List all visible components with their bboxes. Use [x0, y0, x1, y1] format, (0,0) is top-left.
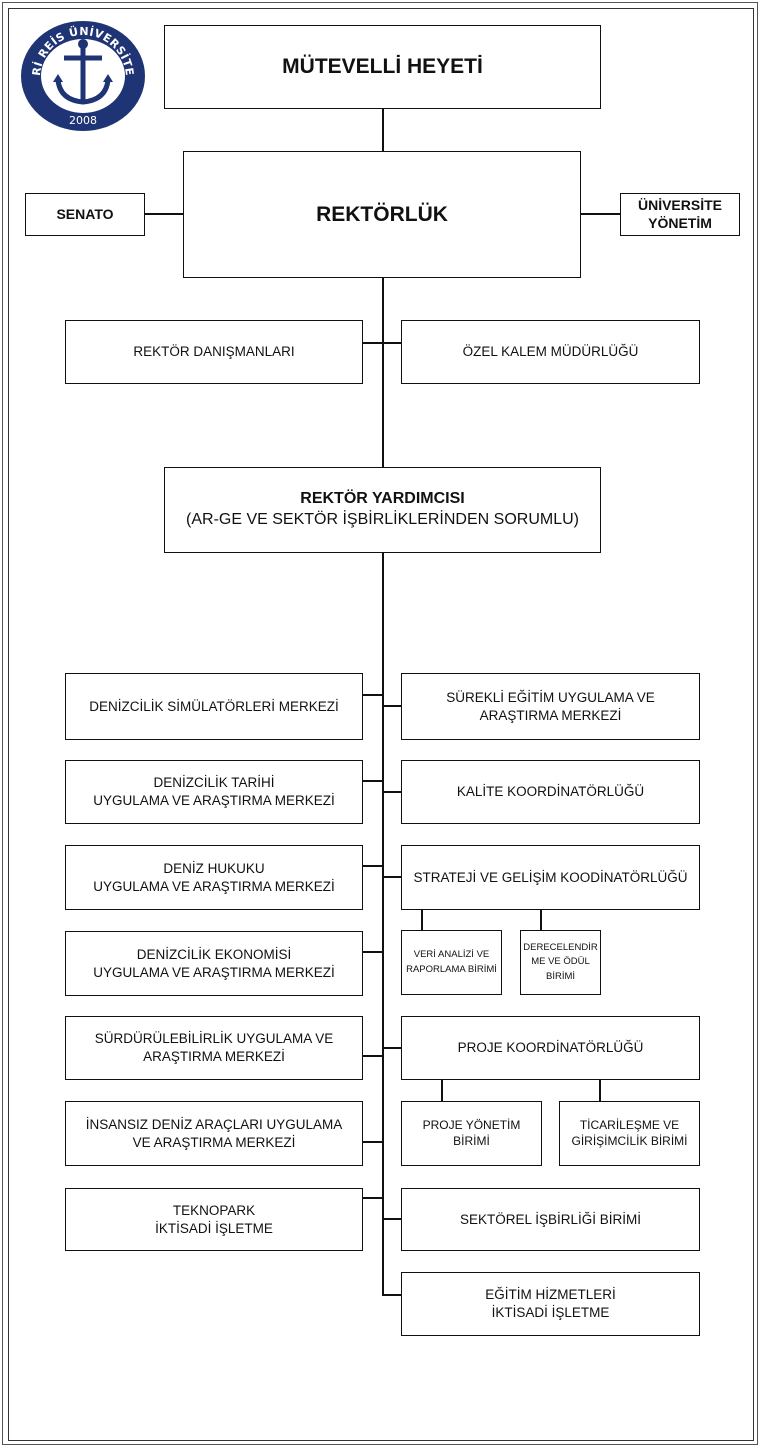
connector	[382, 108, 384, 152]
university-logo: PİRİ REİS ÜNİVERSİTESİ 2008	[20, 20, 145, 131]
rectorate-box: REKTÖRLÜK	[183, 151, 581, 278]
connector	[362, 780, 383, 782]
right-unit-line: PROJE KOORDİNATÖRLÜĞÜ	[457, 1040, 644, 1056]
connector	[382, 277, 384, 468]
connector	[441, 1079, 443, 1102]
project-subunit-box: TİCARİLEŞME VE GİRİŞİMCİLİK BİRİMİ	[559, 1101, 700, 1166]
right-unit-line: KALİTE KOORDİNATÖRLÜĞÜ	[456, 784, 645, 800]
left-unit-box: İNSANSIZ DENİZ ARAÇLARI UYGULAMA VE ARAŞ…	[65, 1101, 363, 1166]
rector-advisors-box: REKTÖR DANIŞMANLARI	[65, 320, 363, 384]
private-office-box: ÖZEL KALEM MÜDÜRLÜĞÜ	[401, 320, 700, 384]
left-unit-line: UYGULAMA VE ARAŞTIRMA MERKEZİ	[93, 793, 335, 808]
connector	[362, 951, 383, 953]
left-unit-line: İNSANSIZ DENİZ ARAÇLARI UYGULAMA	[85, 1116, 343, 1132]
left-unit-line: DENİZ HUKUKU	[163, 860, 265, 876]
left-unit-line: İKTİSADİ İŞLETME	[155, 1220, 273, 1236]
connector	[362, 694, 383, 696]
right-unit-box: STRATEJİ VE GELİŞİM KOODİNATÖRLÜĞÜ	[401, 845, 700, 910]
connector	[362, 1141, 383, 1143]
subunit-line: BİRİMİ	[545, 970, 576, 982]
connector	[382, 552, 384, 1296]
connector	[362, 1197, 383, 1199]
connector	[362, 1055, 383, 1057]
left-unit-box: TEKNOPARK İKTİSADİ İŞLETME	[65, 1188, 363, 1251]
connector	[383, 791, 402, 793]
inner-frame	[8, 8, 754, 1441]
strategy-subunit-box: DERECELENDİR ME VE ÖDÜL BİRİMİ	[520, 930, 601, 995]
management-line-2: YÖNETİM	[648, 214, 712, 231]
connector	[580, 213, 621, 215]
subunit-line: GİRİŞİMCİLİK BİRİMİ	[571, 1133, 688, 1148]
right-unit-box: PROJE KOORDİNATÖRLÜĞÜ	[401, 1016, 700, 1080]
subunit-line: PROJE YÖNETİM	[422, 1117, 521, 1132]
right-unit-line: EĞİTİM HİZMETLERİ	[485, 1287, 616, 1303]
board-of-trustees-label: MÜTEVELLİ HEYETİ	[282, 55, 483, 79]
left-unit-box: DENİZ HUKUKU UYGULAMA VE ARAŞTIRMA MERKE…	[65, 845, 363, 910]
connector	[599, 1079, 601, 1102]
board-of-trustees-box: MÜTEVELLİ HEYETİ	[164, 25, 601, 109]
connector	[383, 1047, 402, 1049]
left-unit-line: DENİZCİLİK EKONOMİSİ	[136, 946, 292, 962]
left-unit-line: UYGULAMA VE ARAŞTIRMA MERKEZİ	[93, 964, 335, 980]
subunit-line: DERECELENDİR	[523, 942, 598, 954]
connector	[145, 213, 184, 215]
strategy-subunit-box: VERİ ANALİZİ VE RAPORLAMA BİRİMİ	[401, 930, 502, 995]
subunit-line: ME VE ÖDÜL	[531, 956, 590, 968]
right-unit-box: SEKTÖREL İŞBİRLİĞİ BİRİMİ	[401, 1188, 700, 1251]
connector	[383, 876, 402, 878]
connector	[421, 909, 423, 931]
project-subunit-box: PROJE YÖNETİM BİRİMİ	[401, 1101, 542, 1166]
right-unit-line: SÜREKLİ EĞİTİM UYGULAMA VE	[446, 689, 655, 705]
senate-box: SENATO	[25, 193, 145, 236]
left-unit-line: TEKNOPARK	[172, 1202, 256, 1218]
logo-year: 2008	[69, 114, 97, 127]
left-unit-line: DENİZCİLİK SİMÜLATÖRLERİ MERKEZİ	[89, 698, 339, 714]
right-unit-line: SEKTÖREL İŞBİRLİĞİ BİRİMİ	[459, 1211, 642, 1227]
connector	[383, 1218, 402, 1220]
connector	[383, 705, 402, 707]
private-office-label: ÖZEL KALEM MÜDÜRLÜĞÜ	[462, 344, 639, 360]
vice-rector-box: REKTÖR YARDIMCISI (AR-GE VE SEKTÖR İŞBİR…	[164, 467, 601, 553]
subunit-line: VERİ ANALİZİ VE	[413, 949, 490, 961]
right-unit-line: İKTİSADİ İŞLETME	[491, 1305, 610, 1320]
vice-rector-title: REKTÖR YARDIMCISI	[300, 490, 465, 508]
left-unit-box: SÜRDÜRÜLEBİLİRLİK UYGULAMA VE ARAŞTIRMA …	[65, 1016, 363, 1080]
subunit-line: BİRİMİ	[453, 1133, 490, 1148]
connector	[383, 1294, 402, 1296]
left-unit-line: ARAŞTIRMA MERKEZİ	[143, 1049, 285, 1064]
right-unit-box: KALİTE KOORDİNATÖRLÜĞÜ	[401, 760, 700, 824]
rector-advisors-label: REKTÖR DANIŞMANLARI	[133, 344, 295, 360]
vice-rector-subtitle: (AR-GE VE SEKTÖR İŞBİRLİKLERİNDEN SORUML…	[186, 511, 579, 528]
university-management-box: ÜNİVERSİTE YÖNETİM	[620, 193, 740, 236]
left-unit-box: DENİZCİLİK EKONOMİSİ UYGULAMA VE ARAŞTIR…	[65, 931, 363, 996]
left-unit-box: DENİZCİLİK TARİHİ UYGULAMA VE ARAŞTIRMA …	[65, 760, 363, 824]
right-unit-box: EĞİTİM HİZMETLERİ İKTİSADİ İŞLETME	[401, 1272, 700, 1336]
connector	[540, 909, 542, 931]
management-line-1: ÜNİVERSİTE	[637, 197, 722, 213]
subunit-line: TİCARİLEŞME VE	[579, 1117, 680, 1132]
left-unit-line: SÜRDÜRÜLEBİLİRLİK UYGULAMA VE	[94, 1031, 334, 1047]
rectorate-label: REKTÖRLÜK	[316, 202, 448, 226]
right-unit-line: ARAŞTIRMA MERKEZİ	[479, 707, 622, 723]
right-unit-box: SÜREKLİ EĞİTİM UYGULAMA VE ARAŞTIRMA MER…	[401, 673, 700, 740]
left-unit-line: VE ARAŞTIRMA MERKEZİ	[132, 1134, 296, 1150]
left-unit-line: UYGULAMA VE ARAŞTIRMA MERKEZİ	[93, 878, 335, 894]
left-unit-box: DENİZCİLİK SİMÜLATÖRLERİ MERKEZİ	[65, 673, 363, 740]
senate-label: SENATO	[56, 206, 114, 223]
left-unit-line: DENİZCİLİK TARİHİ	[153, 775, 275, 791]
right-unit-line: STRATEJİ VE GELİŞİM KOODİNATÖRLÜĞÜ	[413, 869, 688, 885]
subunit-line: RAPORLAMA BİRİMİ	[406, 963, 497, 975]
connector	[362, 865, 383, 867]
connector	[362, 342, 402, 344]
